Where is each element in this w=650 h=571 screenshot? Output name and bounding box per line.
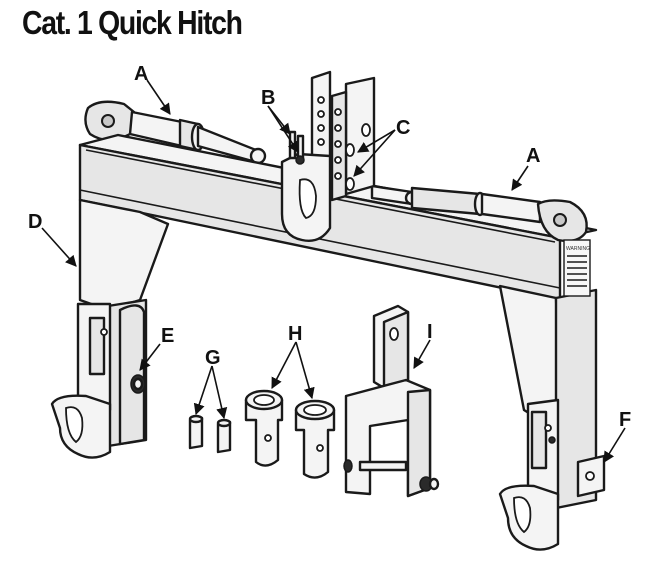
label-i: I bbox=[427, 321, 433, 343]
top-link-adapter bbox=[343, 304, 440, 498]
label-c: C bbox=[396, 117, 410, 139]
leader-lines bbox=[41, 79, 626, 463]
top-pin-right bbox=[370, 184, 588, 243]
page-title: Cat. 1 Quick Hitch bbox=[22, 4, 243, 41]
label-b: B bbox=[261, 87, 275, 109]
decal-text: WARNING bbox=[566, 246, 590, 252]
label-h: H bbox=[288, 323, 302, 345]
label-f: F bbox=[619, 409, 631, 431]
label-a-left: A bbox=[134, 63, 148, 85]
label-d: D bbox=[28, 211, 42, 233]
left-leg bbox=[50, 198, 170, 459]
label-a-right: A bbox=[526, 145, 540, 167]
bushings bbox=[244, 389, 336, 479]
center-tower bbox=[280, 70, 376, 242]
label-e: E bbox=[161, 325, 174, 347]
roll-pins bbox=[188, 414, 232, 454]
right-leg: WARNING bbox=[498, 239, 606, 551]
label-g: G bbox=[205, 347, 221, 369]
